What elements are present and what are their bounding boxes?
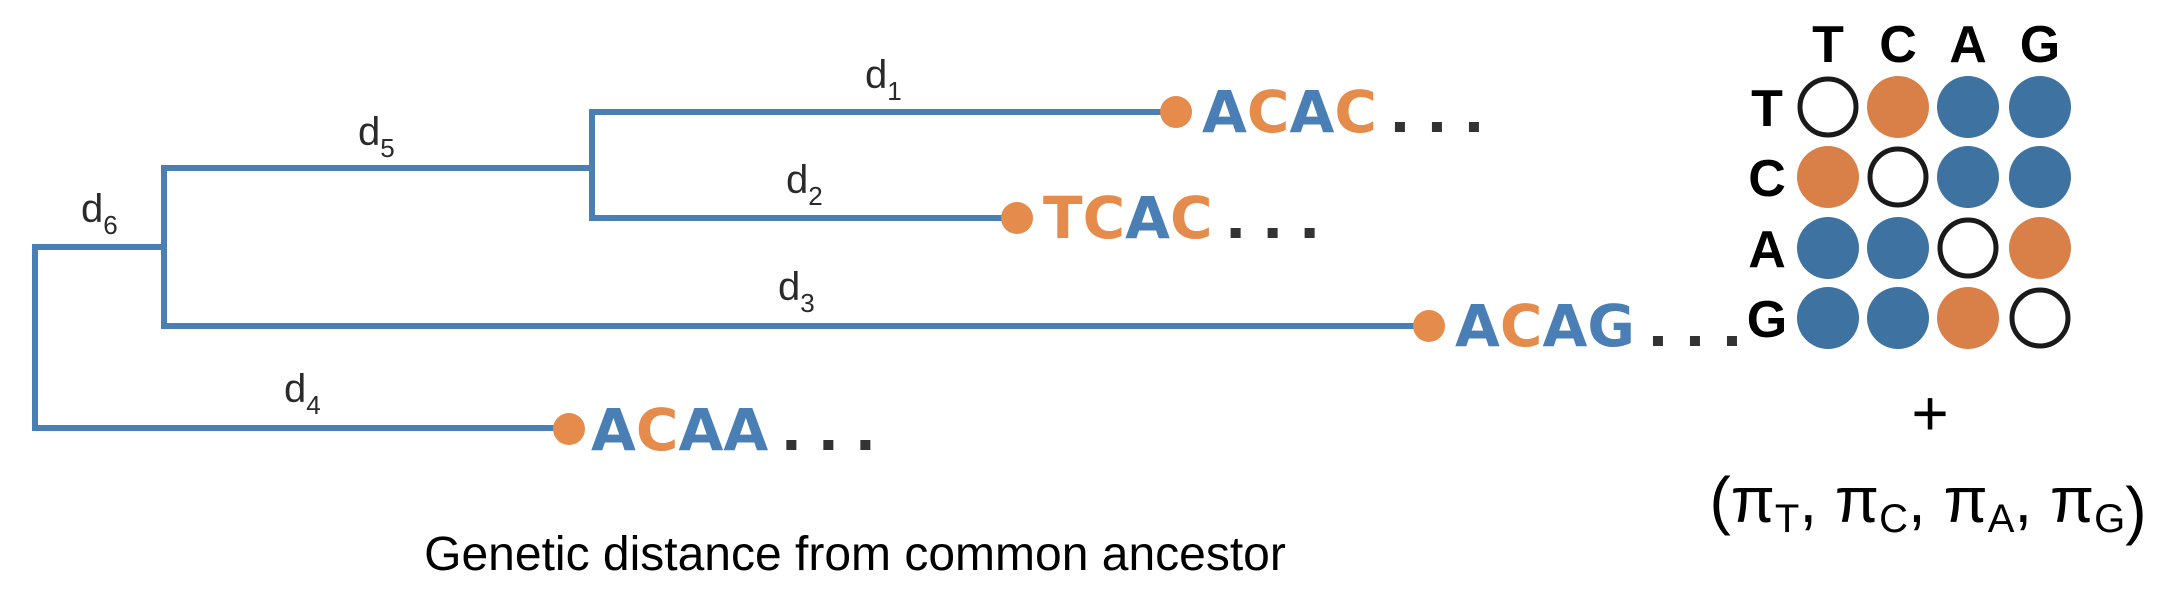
matrix-cell-G-T <box>1797 287 1859 349</box>
matrix-cell-T-C <box>1867 76 1929 138</box>
matrix-cell-T-G <box>2009 76 2071 138</box>
nucleotide-C: C <box>1247 78 1290 146</box>
base-frequencies: (πT, πC, πA, πG) <box>1709 464 2146 546</box>
pi-symbol: π <box>2050 464 2094 536</box>
leaf-sequence-2: TCAC <box>1043 184 1213 252</box>
nucleotide-A: A <box>1202 78 1247 146</box>
matrix-row-header-T: T <box>1751 80 1783 138</box>
matrix-column-header-C: C <box>1879 16 1917 74</box>
matrix-column-header-T: T <box>1812 16 1844 74</box>
pi-subscript-T: T <box>1775 497 1799 541</box>
branch-label-d4: d4 <box>284 367 321 420</box>
matrix-row-header-A: A <box>1748 221 1786 279</box>
x-axis-caption: Genetic distance from common ancestor <box>424 528 1286 581</box>
separator: , <box>1799 464 1835 536</box>
tip-node-1 <box>1160 96 1192 128</box>
plus-sign: + <box>1911 377 1948 449</box>
matrix-cell-T-A <box>1937 76 1999 138</box>
nucleotide-A: A <box>591 396 636 464</box>
close-paren: ) <box>2125 474 2146 546</box>
matrix-cell-C-G <box>2009 146 2071 208</box>
tip-node-2 <box>1001 202 1033 234</box>
branch-label-d2: d2 <box>786 158 823 211</box>
nucleotide-A: A <box>1455 292 1500 360</box>
matrix-row-header-C: C <box>1748 150 1786 208</box>
ellipsis-dot <box>1468 122 1479 132</box>
nucleotide-A: A <box>1542 292 1587 360</box>
nucleotide-A: A <box>723 396 768 464</box>
matrix-cell-A-T <box>1797 217 1859 279</box>
ellipsis-dot <box>823 440 834 450</box>
nucleotide-A: A <box>678 396 723 464</box>
matrix-cell-G-A <box>1937 287 1999 349</box>
branch-label-d1: d1 <box>865 53 902 106</box>
ellipsis-dot <box>1652 336 1663 346</box>
matrix-column-header-G: G <box>2020 16 2060 74</box>
matrix-cell-A-C <box>1867 217 1929 279</box>
pi-symbol: π <box>1835 464 1879 536</box>
ellipsis-dot <box>1726 336 1737 346</box>
leaf-sequence-4: ACAA <box>591 396 768 464</box>
matrix-column-header-A: A <box>1949 16 1987 74</box>
tip-node-3 <box>1413 310 1445 342</box>
branch-label-d3: d3 <box>778 265 815 318</box>
ellipsis-dot <box>1267 228 1278 238</box>
ellipsis-dot <box>1689 336 1700 346</box>
ellipsis-dot <box>860 440 871 450</box>
ellipsis-dot <box>786 440 797 450</box>
tip-markers <box>553 96 1445 445</box>
nucleotide-A: A <box>1289 78 1334 146</box>
pi-symbol: π <box>1944 464 1988 536</box>
matrix-cell-C-C <box>1867 146 1929 208</box>
matrix-cell-A-G <box>2009 217 2071 279</box>
ellipsis-dot <box>1230 228 1241 238</box>
leaf-sequence-1: ACAC <box>1202 78 1377 146</box>
pi-symbol: π <box>1731 464 1775 536</box>
separator: , <box>1908 464 1944 536</box>
nucleotide-C: C <box>1083 184 1126 252</box>
matrix-cell-G-G <box>2009 287 2071 349</box>
matrix-row-header-G: G <box>1747 291 1787 349</box>
tip-node-4 <box>553 413 585 445</box>
separator: , <box>2014 464 2050 536</box>
branch-labels: d1 d2 d3 d4 d5 d6 <box>81 53 902 420</box>
matrix-cell-A-A <box>1937 217 1999 279</box>
pi-subscript-A: A <box>1988 497 2015 541</box>
matrix-cell-C-T <box>1797 146 1859 208</box>
matrix-cell-C-A <box>1937 146 1999 208</box>
nucleotide-G: G <box>1587 292 1635 360</box>
branch-label-d5: d5 <box>358 110 395 163</box>
branch-label-d6: d6 <box>81 187 118 240</box>
ellipsis-dot <box>1431 122 1442 132</box>
matrix-cell-T-T <box>1797 76 1859 138</box>
leaf-sequence-3: ACAG <box>1455 292 1635 360</box>
nucleotide-C: C <box>636 396 679 464</box>
matrix-cell-G-C <box>1867 287 1929 349</box>
tree-branches <box>32 109 1432 431</box>
ellipsis-dot <box>1304 228 1315 238</box>
nucleotide-T: T <box>1043 184 1083 252</box>
nucleotide-A: A <box>1125 184 1170 252</box>
pi-subscript-C: C <box>1879 497 1908 541</box>
open-paren: ( <box>1709 464 1730 536</box>
nucleotide-C: C <box>1334 78 1377 146</box>
nucleotide-C: C <box>1170 184 1213 252</box>
pi-subscript-G: G <box>2094 497 2125 541</box>
nucleotide-C: C <box>1500 292 1543 360</box>
ellipsis-dot <box>1394 122 1405 132</box>
